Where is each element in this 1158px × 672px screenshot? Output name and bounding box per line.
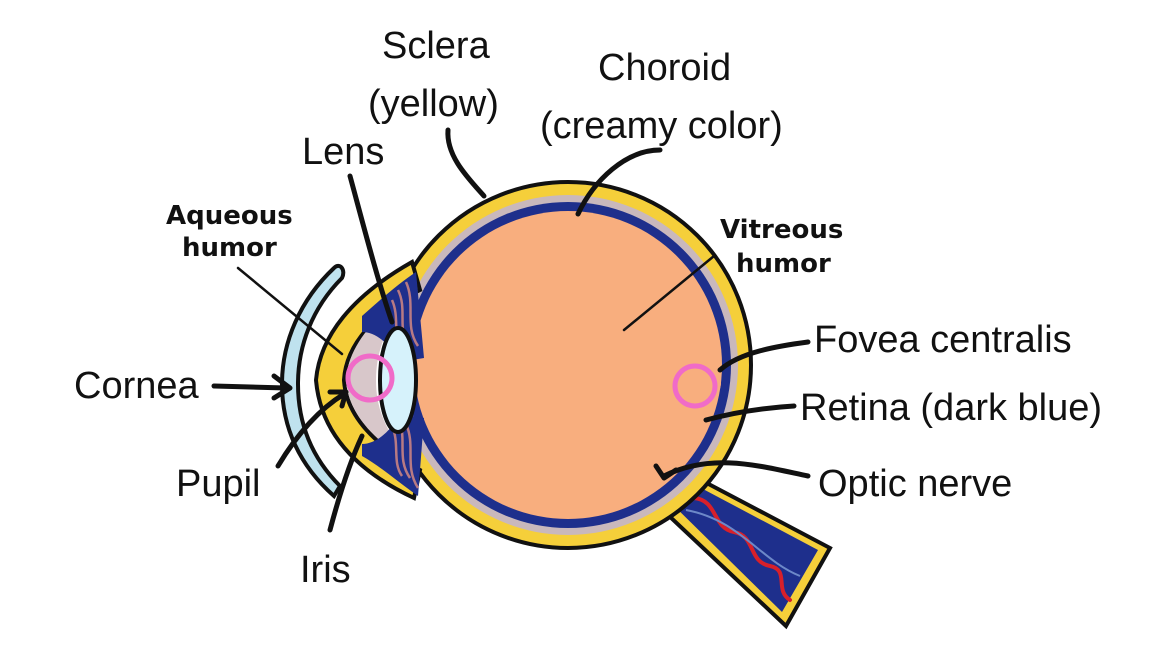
label-vitreous-humor: Vitreous — [720, 215, 843, 245]
iris-leader — [327, 433, 365, 533]
sclera-leader — [445, 127, 487, 199]
label-fovea-centralis: Fovea centralis — [814, 319, 1072, 361]
fovea-leader — [717, 339, 811, 373]
label-sclera: Sclera — [382, 25, 491, 67]
label-lens: Lens — [302, 131, 384, 173]
label-pupil: Pupil — [176, 463, 261, 505]
label-aqueous-humor: Aqueous — [166, 201, 293, 231]
lens-leader — [347, 173, 395, 325]
label-cornea: Cornea — [74, 365, 199, 407]
lens — [378, 326, 418, 434]
label-iris: Iris — [300, 549, 351, 591]
fovea-highlight-circle — [672, 363, 718, 409]
blood-vessel — [692, 496, 792, 602]
pupil-highlight-circle — [345, 353, 395, 403]
label-choroid: (creamy color) — [540, 105, 783, 147]
pupil-leader — [275, 389, 349, 469]
label-sclera: (yellow) — [368, 83, 499, 125]
choroid-leader — [575, 147, 663, 217]
label-optic-nerve: Optic nerve — [818, 463, 1012, 505]
retina-leader — [703, 403, 797, 423]
vitreous-leader — [622, 254, 716, 332]
aqueous-humor-region — [346, 290, 418, 466]
label-vitreous-humor: humor — [736, 249, 831, 279]
aqueous-leader — [236, 266, 344, 356]
label-aqueous-humor: humor — [182, 233, 277, 263]
label-choroid: Choroid — [598, 47, 731, 89]
vitreous-humor — [414, 211, 722, 519]
optic-nerve-leader — [653, 460, 811, 481]
label-retina: Retina (dark blue) — [800, 387, 1102, 429]
cornea-leader — [211, 373, 293, 401]
